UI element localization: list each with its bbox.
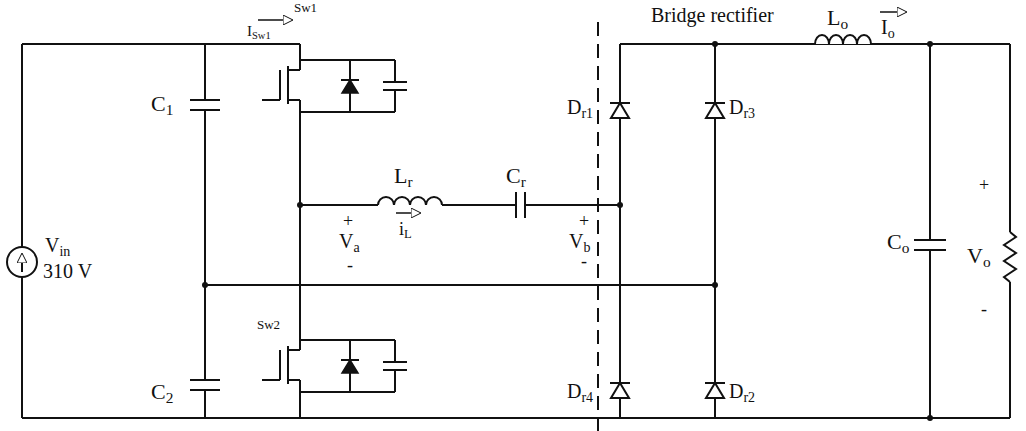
circuit-label: -	[980, 300, 988, 320]
circuit-label: C1	[150, 92, 174, 119]
circuit-label: Vin	[44, 234, 71, 259]
circuit-label: Dr3	[728, 96, 756, 121]
circuit-label: 310 V	[42, 260, 93, 282]
circuit-label: Sw1	[293, 1, 318, 15]
circuit-label: Lr	[393, 164, 414, 191]
circuit-label: Co	[886, 230, 910, 257]
circuit-label: Bridge rectifier	[650, 4, 775, 26]
circuit-label: Vo	[966, 244, 992, 271]
circuit-label: -	[346, 256, 354, 276]
circuit-label: Sw2	[256, 318, 281, 332]
circuit-label: Lo	[826, 6, 849, 33]
circuit-label: +	[578, 212, 590, 232]
circuit-label: iL	[398, 220, 413, 242]
circuit-label: Io	[880, 16, 896, 41]
circuit-label: Va	[338, 230, 361, 255]
circuit-label: C2	[150, 380, 174, 407]
circuit-label: Cr	[505, 164, 527, 191]
circuit-label: ISw1	[246, 23, 272, 41]
circuit-label: +	[342, 212, 354, 232]
circuit-label: Dr2	[728, 380, 756, 405]
circuit-label: +	[978, 176, 990, 196]
circuit-label: Dr4	[566, 380, 594, 405]
circuit-label: Dr1	[566, 96, 594, 121]
circuit-label: -	[580, 252, 588, 272]
